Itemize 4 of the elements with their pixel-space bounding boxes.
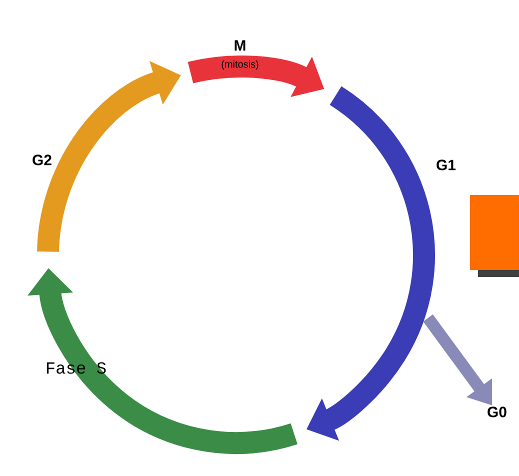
- phase-label: G2: [32, 154, 52, 166]
- phase-label: M (mitosis): [222, 40, 258, 70]
- phase-label: G0: [488, 406, 506, 418]
- phase-label: G1: [436, 160, 456, 170]
